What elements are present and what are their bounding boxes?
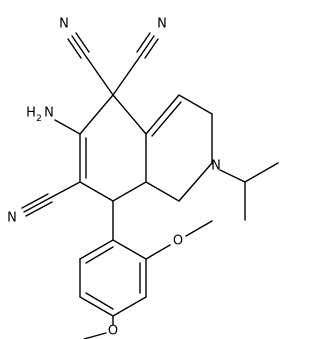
- methoxy-oxygen-lower: O: [108, 324, 118, 339]
- molecule-structure-diagram: N N N N O O H 2 N: [7, 17, 279, 339]
- bond-cn-right-triple-a: [140, 35, 155, 56]
- bond-c7-cn-triple-b: [21, 193, 49, 209]
- bond-c7-cn-triple-c: [25, 201, 53, 217]
- nitrile-n-top-left: N: [59, 17, 69, 32]
- amino-n: N: [44, 106, 54, 121]
- nitrile-n-top-right: N: [157, 17, 167, 32]
- bond-o2-me: [83, 332, 107, 339]
- nitrile-n-left: N: [7, 211, 17, 226]
- bond-o1-me: [185, 220, 213, 237]
- bond-cn-right-triple-c: [144, 38, 159, 59]
- bond-c5-cn-right: [112, 54, 142, 96]
- bond-c7-cn-triple-a: [23, 197, 51, 213]
- bond-c7-cn: [49, 181, 81, 199]
- bond-ar6-ar1: [79, 239, 114, 260]
- amino-group-label: H 2 N: [26, 106, 54, 125]
- methoxy-oxygen-upper: O: [173, 234, 183, 249]
- bond-cn-left-triple-a: [71, 35, 86, 56]
- bond-c4-c3: [178, 94, 213, 115]
- bond-cn-left-triple-b: [75, 32, 90, 53]
- bond-c8-c8a: [112, 181, 147, 202]
- bond-ar4-ar5-double: [85, 292, 114, 310]
- bond-ar4-ar5: [79, 296, 114, 317]
- bond-c5-c6: [79, 94, 114, 135]
- bond-c7-c8: [79, 181, 114, 202]
- atom-labels: N N N N O O H 2 N: [7, 17, 221, 339]
- amino-h: H: [26, 106, 36, 121]
- bond-n2-c1: [178, 162, 213, 202]
- bond-c4a-c4-double: [151, 101, 182, 137]
- amino-subscript: 2: [36, 114, 42, 124]
- bond-ar2-o1: [145, 244, 171, 260]
- bond-c4a-c4: [145, 94, 180, 135]
- bond-cn-left-triple-c: [67, 38, 82, 59]
- bond-cn-right-triple-b: [136, 32, 151, 53]
- bond-ar1-ar2: [112, 239, 147, 260]
- bond-ch-me1: [244, 162, 279, 183]
- ring-nitrogen: N: [211, 159, 221, 174]
- bond-ar3-ar4: [112, 296, 147, 317]
- bond-c4a-c5: [112, 94, 147, 135]
- bond-c5-cn-left: [84, 54, 114, 96]
- bond-c1-c8a: [145, 181, 180, 202]
- bond-lines: [21, 32, 279, 339]
- bond-ar6-ar1-double: [85, 246, 114, 264]
- bond-n2-ch: [219, 169, 246, 183]
- bond-c6-nh2: [54, 119, 81, 135]
